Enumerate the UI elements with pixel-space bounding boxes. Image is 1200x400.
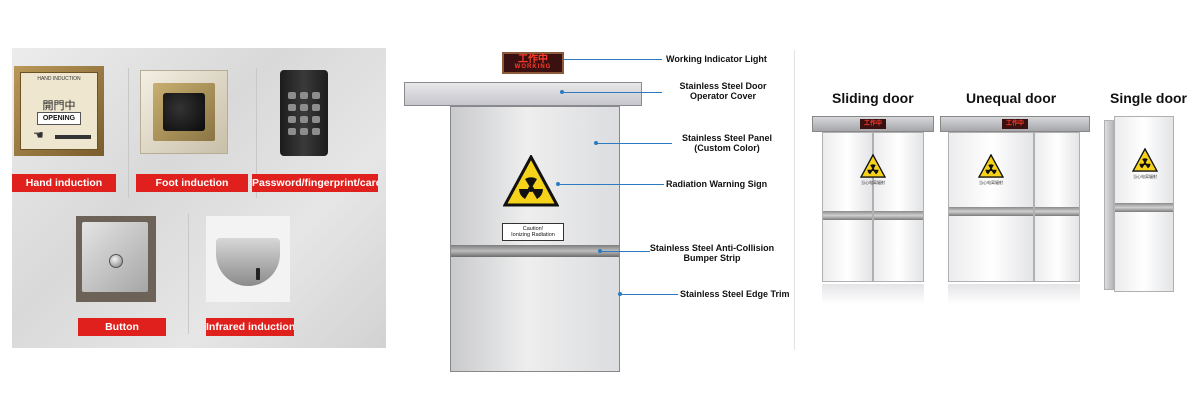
radiation-warning-icon: [978, 154, 1004, 178]
hand-icon: ☚: [33, 128, 44, 142]
mini-sign-caption: 当心电离辐射: [861, 180, 885, 185]
door-strip: [1115, 203, 1173, 212]
option-label-infrared-induction: Infrared induction: [206, 318, 294, 336]
hand-induction-sensor-image: HAND INDUCTION 開門中 OPENING ☚: [14, 66, 104, 156]
bumper-strip: [451, 245, 619, 257]
hand-sensor-caption: HAND INDUCTION: [37, 76, 81, 82]
mini-indicator-light: 工作中: [860, 119, 886, 129]
callout-line: [564, 59, 662, 60]
callout-line: [562, 92, 662, 93]
keypad-reader-image: [280, 70, 328, 156]
door-frame: [1104, 120, 1114, 290]
callout-dot: [560, 90, 564, 94]
hand-sensor-opening-text: OPENING: [37, 112, 81, 125]
callout-dot: [556, 182, 560, 186]
keypad-grid: [288, 92, 320, 136]
single-door-image: 当心电离辐射: [1104, 116, 1180, 306]
unequal-door-image: 工作中 当心电离辐射: [940, 116, 1090, 306]
door-component-diagram: 工作中 WORKING Caution! Ionizing Radiation …: [400, 30, 800, 372]
door-strip: [823, 211, 872, 220]
option-label-foot-induction: Foot induction: [136, 174, 248, 192]
door-strip: [949, 207, 1033, 216]
callout-line: [620, 294, 678, 295]
divider: [256, 68, 257, 198]
infrared-sensor-body: [216, 238, 280, 286]
working-indicator-light: 工作中 WORKING: [502, 52, 564, 74]
hand-sensor-cn-text: 開門中: [42, 100, 76, 112]
callout-edge-trim: Stainless Steel Edge Trim: [680, 289, 790, 299]
infrared-sensor-slot: [256, 268, 260, 280]
indicator-en-text: WORKING: [514, 64, 552, 70]
door-leaf: [873, 132, 924, 282]
access-options-panel: HAND INDUCTION 開門中 OPENING ☚ Hand induct…: [12, 48, 386, 348]
divider: [188, 214, 189, 334]
radiation-warning-icon: [503, 155, 559, 207]
door-panel: Caution! Ionizing Radiation: [450, 106, 620, 372]
callout-anti-collision-bumper-strip: Stainless Steel Anti-Collision Bumper St…: [649, 243, 775, 263]
door-strip: [874, 211, 923, 220]
door-type-label-unequal: Unequal door: [966, 90, 1057, 106]
foot-sensor-window: [163, 93, 205, 131]
caution-line-1: Caution!: [522, 226, 544, 232]
option-label-password-fingerprint-card: Password/fingerprint/card: [252, 174, 378, 192]
radiation-warning-icon: [1132, 148, 1158, 172]
callout-working-indicator-light: Working Indicator Light: [666, 54, 767, 64]
caution-line-2: Ionizing Radiation: [511, 232, 555, 238]
sliding-door-image: 工作中 当心电离辐射: [812, 116, 934, 306]
caution-sign: Caution! Ionizing Radiation: [502, 223, 564, 241]
radiation-warning-icon: [860, 154, 886, 178]
door-leaf: [1114, 116, 1174, 292]
callout-dot: [598, 249, 602, 253]
callout-dot: [594, 141, 598, 145]
door-leaf: [822, 132, 873, 282]
door-type-label-single: Single door: [1110, 90, 1187, 106]
callout-line: [558, 184, 664, 185]
option-label-hand-induction: Hand induction: [12, 174, 116, 192]
callout-stainless-steel-panel: Stainless Steel Panel (Custom Color): [681, 133, 773, 153]
callout-dot: [618, 292, 622, 296]
option-label-button: Button: [78, 318, 166, 336]
callout-radiation-warning-sign: Radiation Warning Sign: [666, 179, 768, 189]
foot-sensor-plate: [153, 83, 215, 141]
infrared-sensor-image: [206, 216, 290, 302]
exit-button-image: [76, 216, 156, 302]
floor-reflection: [822, 284, 924, 304]
section-divider: [794, 50, 795, 350]
mini-indicator-light: 工作中: [1002, 119, 1028, 129]
button-plate: [82, 222, 148, 292]
callout-line: [596, 143, 672, 144]
push-button-knob: [109, 254, 123, 268]
divider: [128, 68, 129, 198]
sensor-bar: [55, 135, 91, 139]
mini-sign-caption: 当心电离辐射: [1133, 174, 1157, 179]
door-operator-cover: [404, 82, 642, 106]
callout-line: [600, 251, 650, 252]
door-leaf: [1034, 132, 1080, 282]
indicator-cn-text: 工作中: [518, 54, 548, 65]
foot-induction-sensor-image: [140, 70, 228, 154]
callout-door-operator-cover: Stainless Steel Door Operator Cover: [679, 81, 767, 101]
door-strip: [1035, 207, 1079, 216]
mini-sign-caption: 当心电离辐射: [979, 180, 1003, 185]
floor-reflection: [948, 284, 1080, 304]
door-type-label-sliding: Sliding door: [832, 90, 914, 106]
